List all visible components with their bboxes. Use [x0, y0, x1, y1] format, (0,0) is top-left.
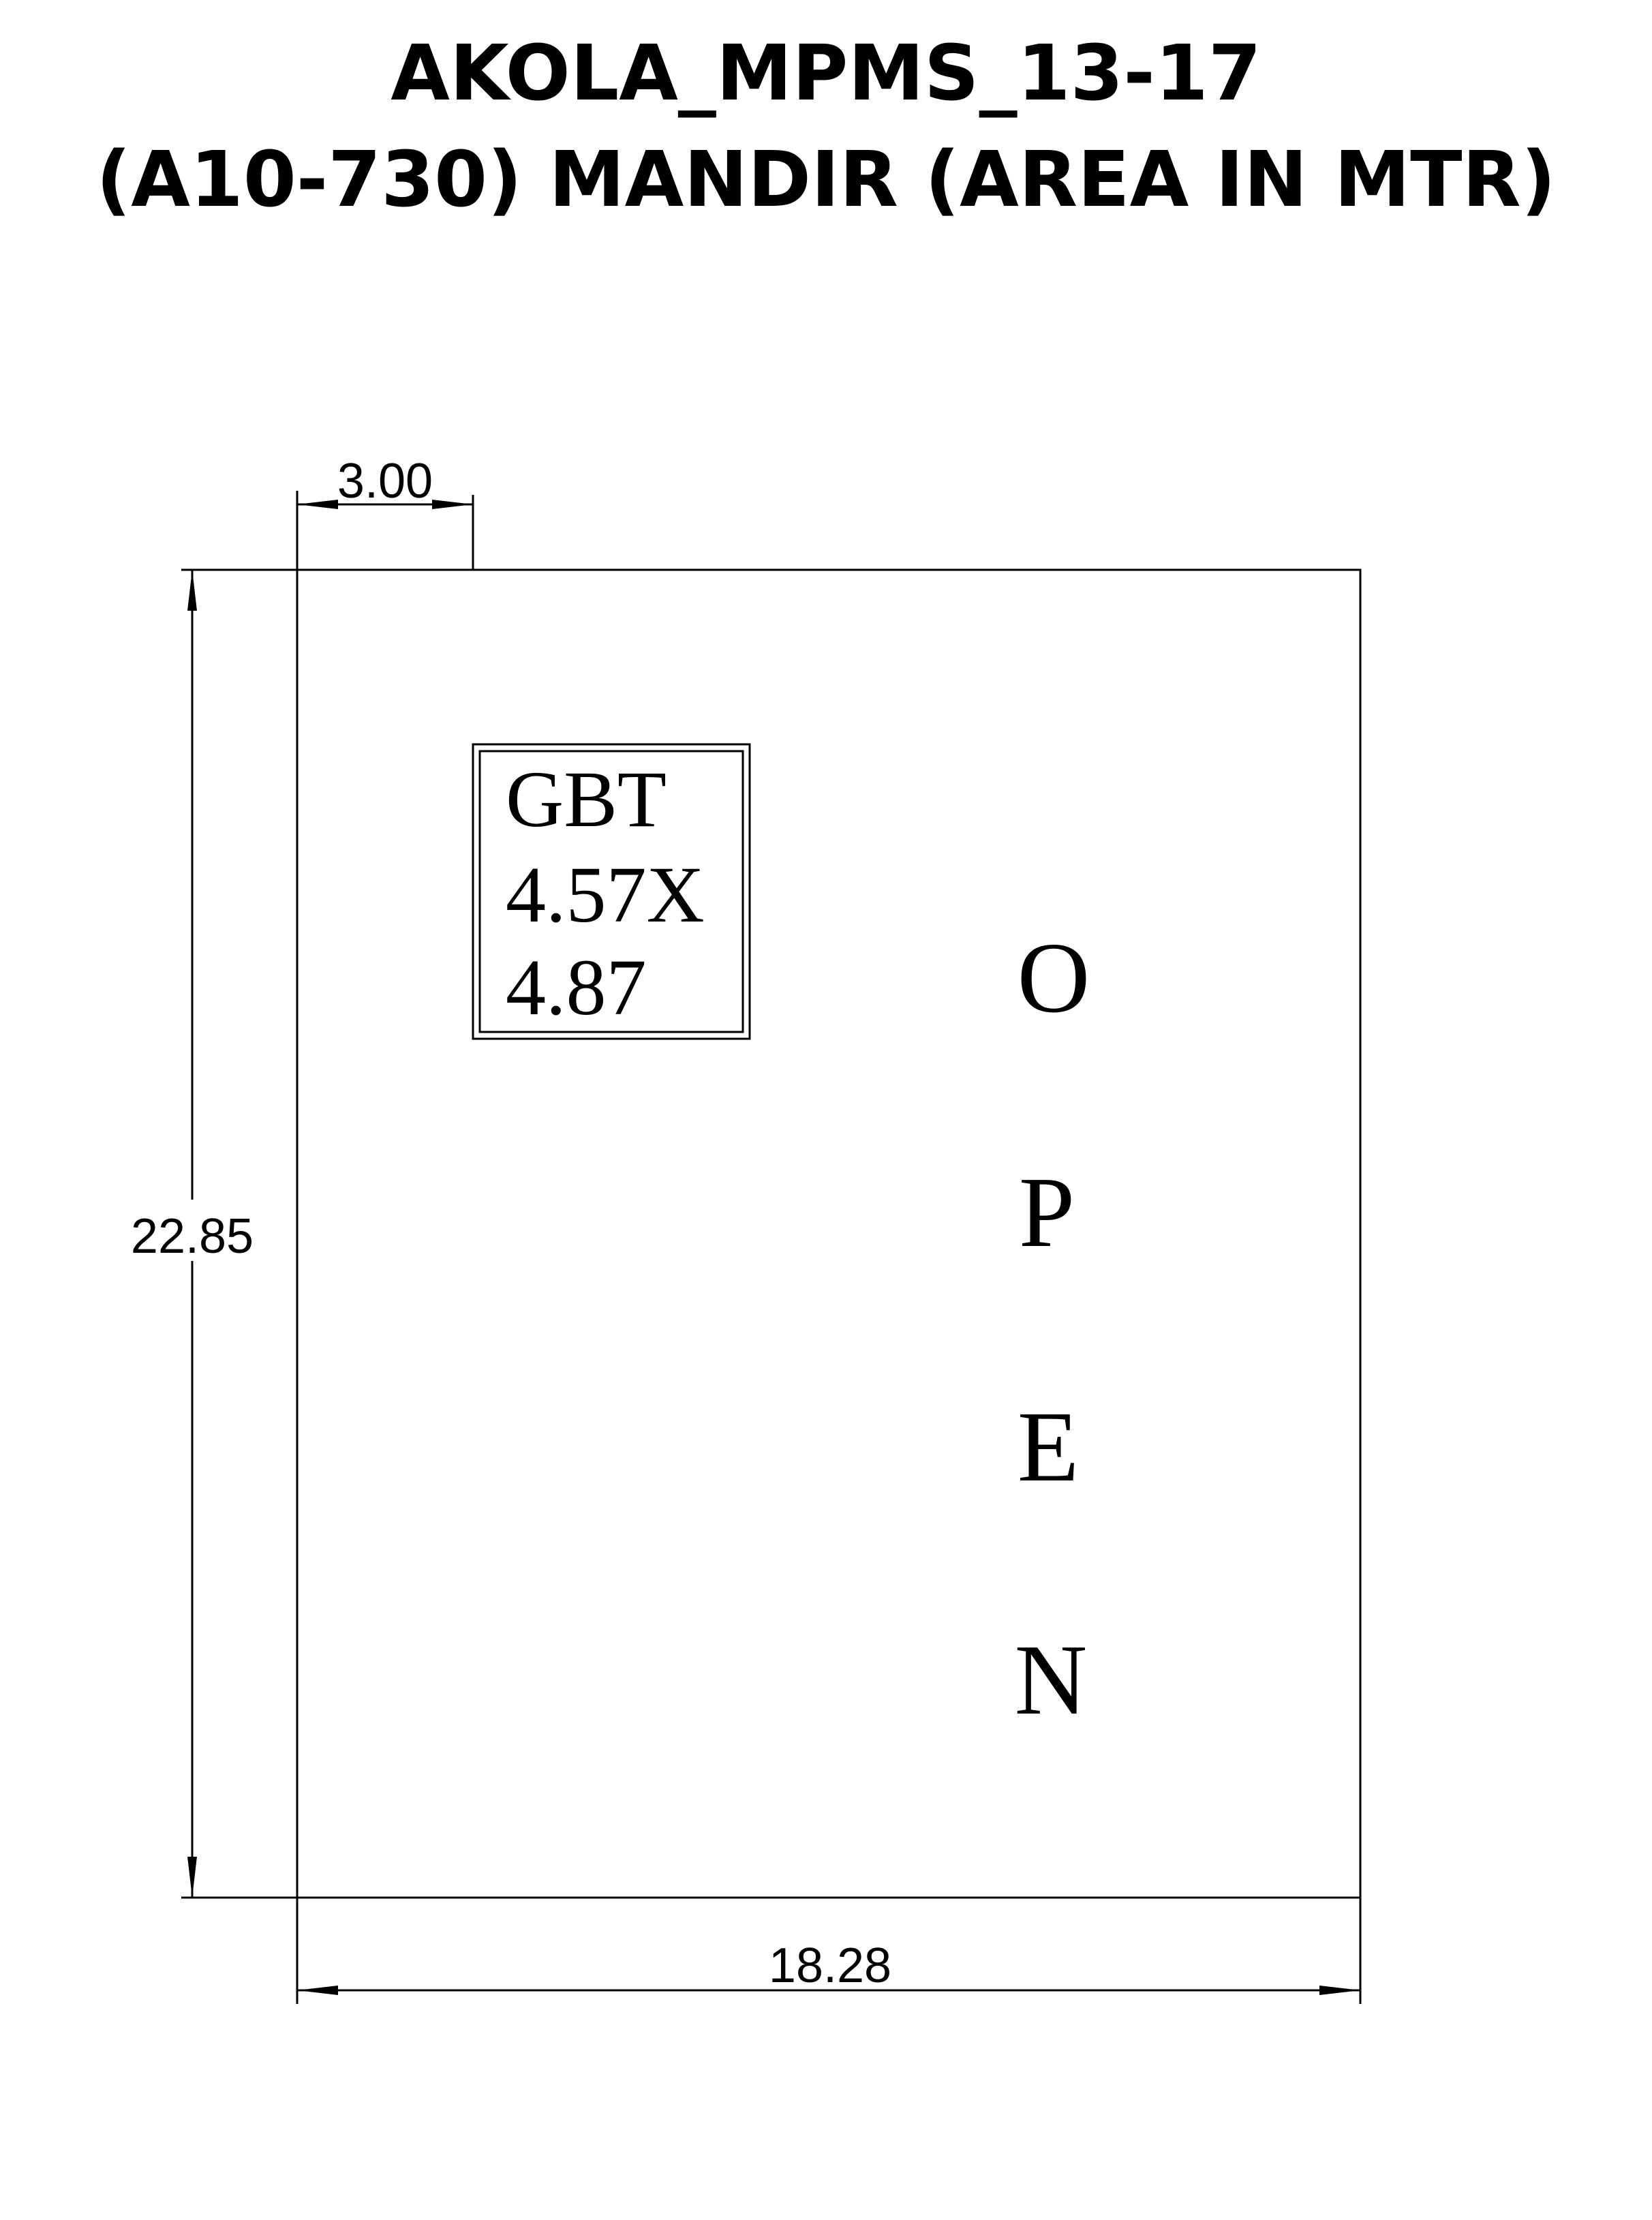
height-dimension: 22.85	[117, 568, 297, 1899]
width-dimension: 18.28	[296, 1898, 1362, 2004]
open-letter-o: O	[1018, 922, 1090, 1034]
gbt-box: GBT 4.57X 4.87	[472, 743, 751, 1040]
drawing-title-line-2: (A10-730) MANDIR (AREA IN MTR)	[96, 136, 1556, 224]
gbt-label: GBT	[506, 755, 667, 844]
offset-dimension-label: 3.00	[337, 454, 433, 508]
open-letter-n: N	[1015, 1624, 1088, 1736]
plot-boundary	[296, 568, 1362, 1899]
height-dimension-label: 22.85	[131, 1209, 254, 1264]
drawing-title-line-1: AKOLA_MPMS_13-17	[391, 29, 1261, 118]
open-label: O P E N	[1015, 922, 1090, 1736]
open-letter-p: P	[1019, 1157, 1075, 1268]
width-dimension-label: 18.28	[769, 1938, 891, 1993]
offset-dimension: 3.00	[296, 454, 474, 570]
gbt-dimension-1: 4.57X	[506, 850, 705, 939]
open-letter-e: E	[1018, 1391, 1079, 1503]
gbt-dimension-2: 4.87	[506, 943, 647, 1032]
